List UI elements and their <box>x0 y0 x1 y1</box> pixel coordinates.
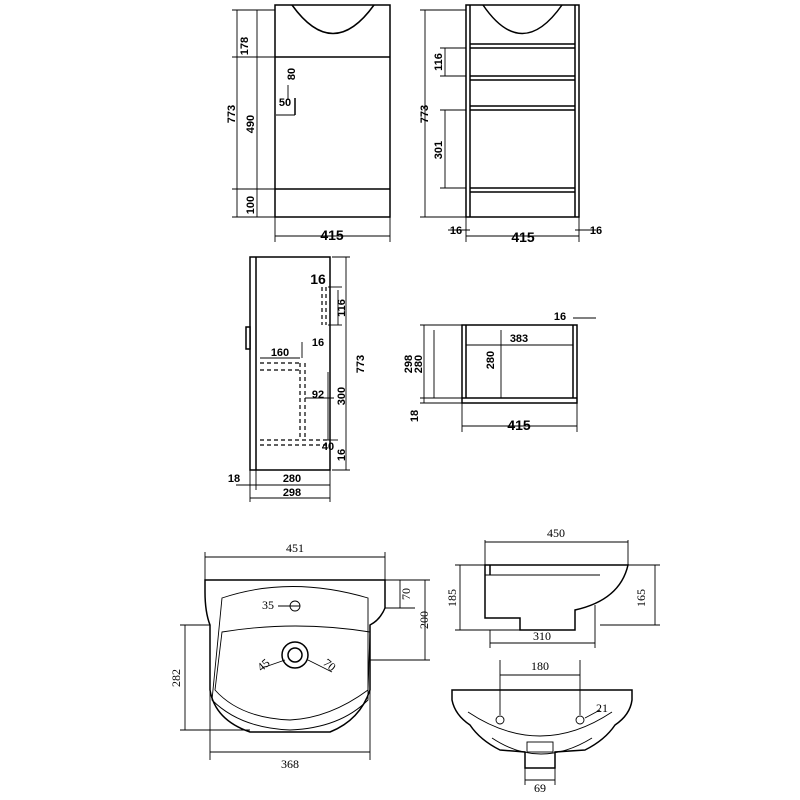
plan-inner-width-label: 383 <box>510 333 528 345</box>
side-section: 16 116 773 160 16 92 300 40 16 18 280 29… <box>228 256 367 502</box>
side-rail-thickness-label: 16 <box>312 337 324 349</box>
side-overall-width-label: 450 <box>547 526 565 540</box>
basin-back-view: 180 21 69 <box>451 659 633 795</box>
plan-view: 16 383 298 280 280 18 415 <box>403 311 596 433</box>
plan-outline <box>461 324 578 404</box>
side-overall-height-label: 773 <box>355 355 367 373</box>
open-overall-height-label: 773 <box>419 105 431 123</box>
side-rail-depth-label: 160 <box>271 347 289 359</box>
bowl-depth-label: 282 <box>169 669 183 687</box>
front-width-label: 415 <box>320 227 344 243</box>
basin-outline <box>204 579 386 733</box>
plan-width-label: 415 <box>507 417 531 433</box>
open-side-left-label: 16 <box>450 225 462 237</box>
front-elevation: 178 773 490 100 80 50 415 <box>226 4 391 243</box>
plan-carcass-depth-a-label: 280 <box>413 355 425 373</box>
side-inner-depth-label: 92 <box>312 389 324 401</box>
basin-bowl <box>214 625 371 721</box>
open-basin-curve <box>482 4 563 35</box>
side-back-gap-label: 116 <box>336 299 348 317</box>
plan-door-thickness-label: 18 <box>409 410 421 422</box>
plan-overall-depth-label: 298 <box>403 355 415 373</box>
side-carcass-depth-label: 280 <box>283 473 301 485</box>
side-base-thickness-label: 16 <box>336 449 348 461</box>
open-side-right-label: 16 <box>590 225 602 237</box>
front-cabinet-outline <box>274 4 391 218</box>
plan-carcass-depth-b-label: 280 <box>485 351 497 369</box>
front-plinth-height-label: 100 <box>245 196 257 214</box>
basin-overall-width-label: 451 <box>286 541 304 555</box>
open-shelf-gap-mid-label: 301 <box>433 141 445 159</box>
side-inner-height-label: 300 <box>336 387 348 405</box>
basin-depth-label: 200 <box>417 611 431 629</box>
front-handle-length-label: 80 <box>286 68 298 80</box>
waste-dia-label: 45 <box>254 656 272 674</box>
front-top-height-label: 178 <box>239 37 251 55</box>
side-back-height-label: 165 <box>634 589 648 607</box>
basin-side-outline <box>484 564 629 631</box>
fixing-spacing-label: 180 <box>531 659 549 673</box>
side-base-width-label: 310 <box>533 629 551 643</box>
plan-side-thickness-label: 16 <box>554 311 566 323</box>
front-door-height-label: 490 <box>245 115 257 133</box>
fixing-dia-label: 21 <box>596 701 608 715</box>
open-width-label: 415 <box>511 229 535 245</box>
fixing-hole-left <box>495 715 505 725</box>
side-front-height-label: 185 <box>445 589 459 607</box>
basin-rim <box>211 586 369 731</box>
waste-outer <box>281 641 309 669</box>
waste-outer-label: 70 <box>320 656 338 674</box>
tap-hole-label: 35 <box>262 598 274 612</box>
side-panel-thickness-label: 16 <box>310 271 326 287</box>
open-cabinet-outline <box>465 4 580 218</box>
front-handle-offset-label: 50 <box>279 97 291 109</box>
basin-top-view: 451 35 70 200 282 45 70 368 <box>169 541 431 771</box>
basin-side-view: 450 185 165 310 <box>445 526 660 648</box>
side-handle <box>245 326 251 350</box>
front-open-elevation: 773 116 301 16 415 16 <box>419 4 602 245</box>
side-door-thickness-label: 18 <box>228 473 240 485</box>
waste-inner <box>287 647 303 663</box>
bowl-width-label: 368 <box>281 757 299 771</box>
side-outline <box>249 256 331 471</box>
side-base-gap-label: 40 <box>322 441 334 453</box>
side-overall-depth-label: 298 <box>283 487 301 499</box>
waste-width-label: 69 <box>534 781 546 795</box>
fixing-hole-right <box>575 715 585 725</box>
open-shelf-gap-top-label: 116 <box>433 53 445 71</box>
rim-depth-label: 70 <box>399 588 413 600</box>
front-basin-curve <box>291 4 375 35</box>
front-overall-height-label: 773 <box>226 105 238 123</box>
